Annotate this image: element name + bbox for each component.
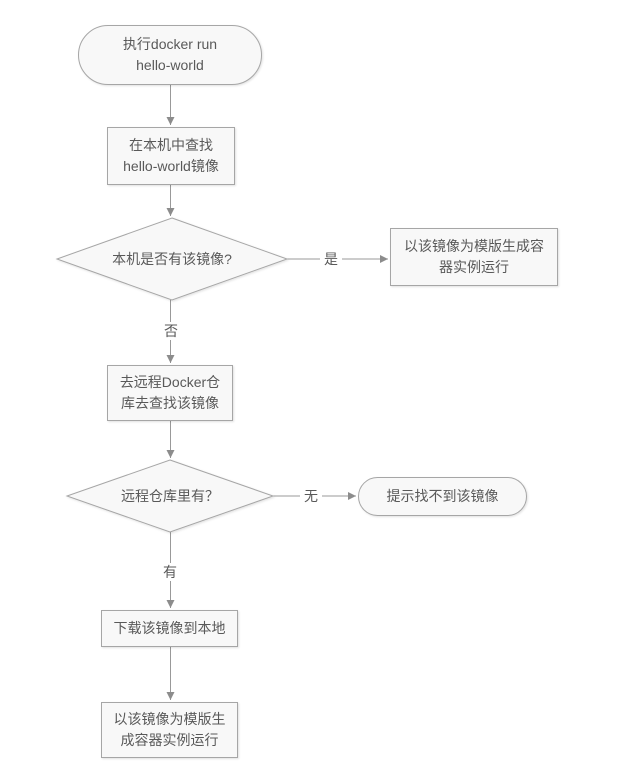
decision-local-exists-shape [55,217,289,301]
edge-label-no: 否 [160,322,182,340]
decision-remote-has-shape [65,459,275,533]
node-decision-local-exists: 本机是否有该镜像? [112,250,232,267]
node-run-container-bottom: 以该镜像为模版生 成容器实例运行 [101,702,238,758]
node-search-remote: 去远程Docker仓 库去查找该镜像 [107,365,233,421]
node-not-found: 提示找不到该镜像 [358,477,527,516]
node-start: 执行docker run hello-world [78,25,262,85]
node-download: 下载该镜像到本地 [101,610,238,647]
node-find-local: 在本机中查找 hello-world镜像 [107,127,235,185]
edge-label-none: 无 [300,487,322,505]
edge-label-has: 有 [159,563,181,581]
edge-label-yes: 是 [320,250,342,268]
node-decision-remote-has: 远程仓库里有？ [121,487,219,504]
node-run-container-right: 以该镜像为模版生成容 器实例运行 [390,228,558,286]
